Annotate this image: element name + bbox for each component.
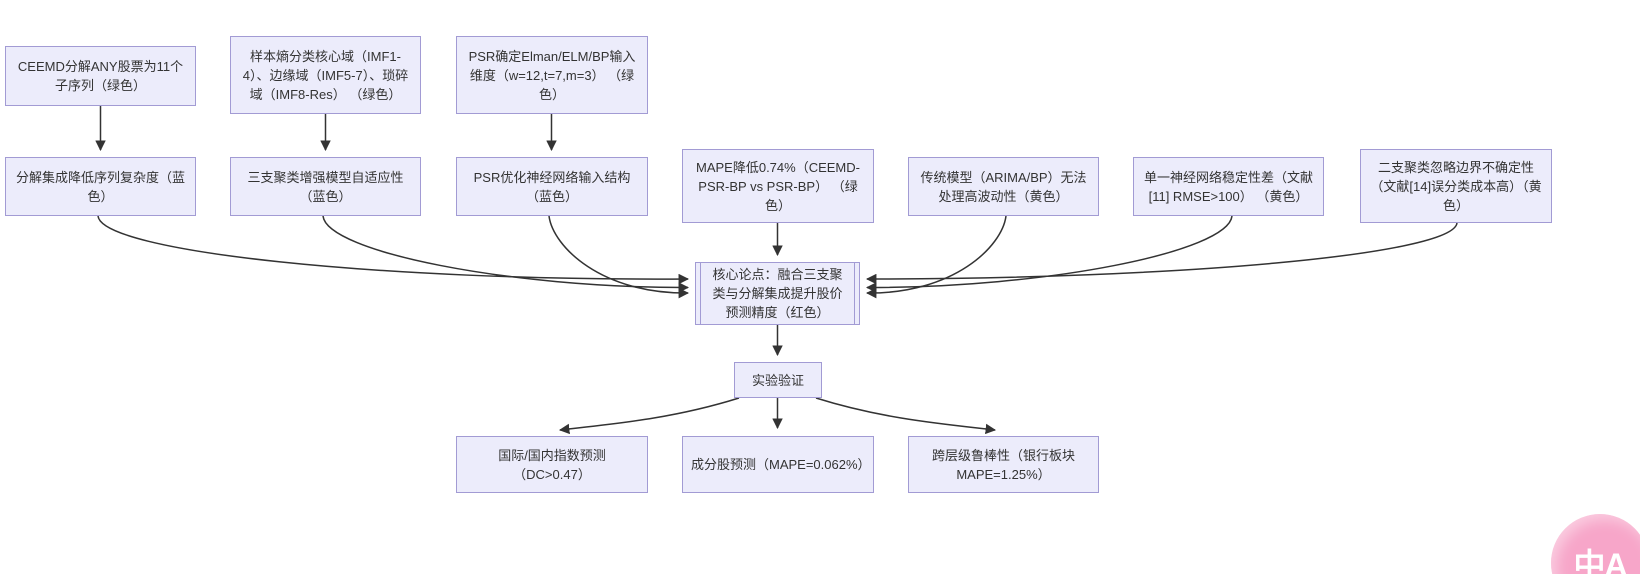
node-ceemd-decompose: CEEMD分解ANY股票为11个子序列（绿色）: [5, 46, 196, 106]
edge-mid6-core: [865, 215, 1233, 293]
node-three-way-adaptivity: 三支聚类增强模型自适应性（蓝色）: [230, 157, 421, 216]
node-traditional-model-limit: 传统模型（ARIMA/BP）无法处理高波动性（黄色）: [908, 157, 1099, 216]
edge-mid1-core: [97, 215, 690, 285]
node-constituent-prediction: 成分股预测（MAPE=0.062%）: [682, 436, 874, 493]
node-sample-entropy: 样本熵分类核心域（IMF1-4）、边缘域（IMF5-7）、琐碎域（IMF8-Re…: [230, 36, 421, 114]
node-mape-reduction: MAPE降低0.74%（CEEMD-PSR-BP vs PSR-BP） （绿色）: [682, 149, 874, 223]
edge-verify-out1: [558, 397, 740, 435]
node-label: 单一神经网络稳定性差（文献[11] RMSE>100） （黄色）: [1143, 169, 1313, 204]
node-core-thesis: 核心论点：融合三支聚类与分解集成提升股价预测精度（红色）: [695, 262, 860, 325]
node-label: 传统模型（ARIMA/BP）无法处理高波动性（黄色）: [920, 169, 1087, 204]
node-label: PSR确定Elman/ELM/BP输入维度（w=12,t=7,m=3） （绿色）: [468, 48, 636, 102]
edge-mid2-core: [322, 215, 690, 293]
edge-verify-out3: [815, 397, 997, 435]
node-psr-dimension: PSR确定Elman/ELM/BP输入维度（w=12,t=7,m=3） （绿色）: [456, 36, 648, 114]
node-label: 国际/国内指数预测（DC>0.47）: [498, 447, 606, 482]
node-experiment-verification: 实验验证: [734, 362, 822, 398]
node-label: 三支聚类增强模型自适应性（蓝色）: [247, 169, 404, 204]
node-label: 二支聚类忽略边界不确定性（文献[14]误分类成本高）（黄色）: [1370, 159, 1542, 213]
node-label: 实验验证: [751, 372, 804, 388]
node-label: 跨层级鲁棒性（银行板块MAPE=1.25%）: [931, 447, 1075, 482]
node-psr-input-structure: PSR优化神经网络输入结构（蓝色）: [456, 157, 648, 216]
translate-icon: 中A: [1573, 547, 1627, 574]
edge-mid7-core: [865, 222, 1458, 285]
edge-mid5-core: [865, 215, 1007, 299]
node-label: MAPE降低0.74%（CEEMD-PSR-BP vs PSR-BP） （绿色）: [696, 159, 860, 213]
edge-mid3-core: [548, 215, 690, 299]
node-label: 分解集成降低序列复杂度（蓝色）: [15, 169, 185, 204]
node-two-way-boundary: 二支聚类忽略边界不确定性（文献[14]误分类成本高）（黄色）: [1360, 149, 1552, 223]
node-label: CEEMD分解ANY股票为11个子序列（绿色）: [17, 59, 184, 93]
node-label: 成分股预测（MAPE=0.062%）: [691, 457, 871, 472]
node-single-nn-instability: 单一神经网络稳定性差（文献[11] RMSE>100） （黄色）: [1133, 157, 1324, 216]
node-label: PSR优化神经网络输入结构（蓝色）: [473, 169, 631, 204]
node-label: 核心论点：融合三支聚类与分解集成提升股价预测精度（红色）: [712, 267, 843, 320]
node-decompose-complexity: 分解集成降低序列复杂度（蓝色）: [5, 157, 196, 216]
node-label: 样本熵分类核心域（IMF1-4）、边缘域（IMF5-7）、琐碎域（IMF8-Re…: [242, 48, 409, 102]
node-index-prediction: 国际/国内指数预测（DC>0.47）: [456, 436, 648, 493]
node-cross-level-robustness: 跨层级鲁棒性（银行板块MAPE=1.25%）: [908, 436, 1099, 493]
translate-button[interactable]: 中A: [1551, 514, 1640, 574]
